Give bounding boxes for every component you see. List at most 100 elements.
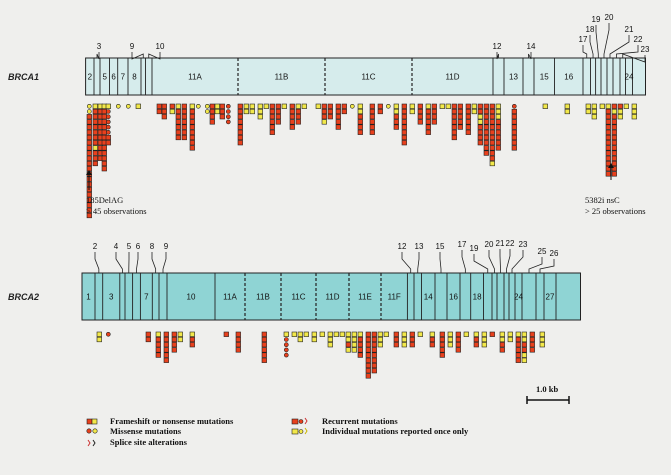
missense-dot xyxy=(385,104,391,109)
mutation-square xyxy=(181,114,187,120)
exon-1-label: 1 xyxy=(86,293,91,302)
mutation-square xyxy=(425,108,431,115)
mutation-square xyxy=(457,119,463,125)
mutation-square xyxy=(261,357,267,363)
exon-leader-line xyxy=(589,35,594,58)
exon-15-label: 15 xyxy=(540,73,549,82)
mutation-square xyxy=(401,129,407,135)
svg-text:Individual mutations reported: Individual mutations reported once only xyxy=(322,426,469,436)
mutation-square xyxy=(401,103,407,109)
mutation-square xyxy=(181,108,187,115)
mutation-square xyxy=(371,352,377,358)
exon-leader-line xyxy=(622,53,646,63)
mutation-square xyxy=(511,124,517,130)
mutation-square xyxy=(189,114,195,120)
mutation-square xyxy=(617,108,623,115)
mutation-square xyxy=(591,114,597,120)
mutation-square xyxy=(369,119,375,125)
mutation-square xyxy=(605,119,611,125)
mutation-square xyxy=(86,140,92,146)
mutation-square xyxy=(345,342,351,348)
mutation-square xyxy=(92,145,98,151)
missense-dot xyxy=(106,119,111,125)
mutation-square xyxy=(365,331,371,337)
mutation-square xyxy=(163,336,169,343)
mutation-square xyxy=(321,119,327,125)
mutation-square xyxy=(357,129,363,135)
mutation-square xyxy=(447,336,453,343)
mutation-square xyxy=(101,114,107,120)
mutation-square xyxy=(327,114,333,120)
exon-26-label: 26 xyxy=(550,249,559,258)
exon-leader-line xyxy=(162,252,167,273)
mutation-square xyxy=(495,119,501,125)
mutation-square xyxy=(401,124,407,130)
mutation-square xyxy=(511,114,517,120)
mutation-square xyxy=(351,336,357,343)
mutation-square xyxy=(401,342,407,348)
mutation-square xyxy=(489,103,495,109)
exon-leader-line xyxy=(96,52,100,60)
mutation-square xyxy=(175,129,181,135)
mutation-square xyxy=(483,103,489,109)
mutation-square xyxy=(345,347,351,353)
mutation-square xyxy=(263,103,269,109)
mutation-square xyxy=(417,119,423,125)
mutation-square xyxy=(189,140,195,146)
mutation-square xyxy=(495,114,501,120)
mutation-square xyxy=(209,119,215,125)
mutation-square xyxy=(585,103,591,109)
missense-dot xyxy=(116,104,121,109)
missense-dot xyxy=(126,104,131,109)
mutation-square xyxy=(105,103,111,109)
mutation-square xyxy=(365,352,371,358)
mutation-square xyxy=(417,114,423,120)
missense-dot xyxy=(87,104,92,109)
mutation-square xyxy=(171,331,177,337)
mutation-square xyxy=(473,342,479,348)
mutation-square xyxy=(357,103,363,109)
mutation-square xyxy=(605,140,611,146)
mutation-square xyxy=(457,114,463,120)
mutation-square xyxy=(101,108,107,115)
mutation-square xyxy=(101,129,107,135)
mutation-square xyxy=(481,336,487,343)
exon-leader-line xyxy=(417,252,420,273)
mutation-square xyxy=(495,103,501,109)
exon-25-label: 25 xyxy=(538,247,547,256)
mutation-square xyxy=(327,331,333,337)
exon-20-label: 20 xyxy=(605,13,614,22)
mutation-square xyxy=(542,103,548,109)
mutation-square xyxy=(617,103,623,109)
mutation-square xyxy=(92,134,98,141)
mutation-square xyxy=(439,331,445,337)
mutation-square xyxy=(489,119,495,125)
exon-8-label: 8 xyxy=(150,242,155,251)
missense-dot xyxy=(106,331,111,337)
mutation-square xyxy=(86,129,92,135)
mutation-square xyxy=(86,212,92,219)
exon-11C-label: 11C xyxy=(291,293,305,302)
mutation-square xyxy=(161,103,167,109)
mutation-square xyxy=(611,124,617,130)
mutation-square xyxy=(401,108,407,115)
mutation-square xyxy=(471,103,477,109)
mutation-square xyxy=(357,347,363,353)
mutation-square xyxy=(483,134,489,141)
legend-missense: Missense mutations xyxy=(86,426,182,436)
missense-dot xyxy=(205,109,210,114)
brca2-label: BRCA2 xyxy=(8,292,39,302)
mutation-square xyxy=(92,108,98,115)
mutation-square xyxy=(283,331,289,337)
missense-dot xyxy=(106,130,111,135)
exon-2-label: 2 xyxy=(88,73,93,82)
mutation-square xyxy=(447,331,453,337)
mutation-square xyxy=(521,357,527,363)
mutation-square xyxy=(175,114,181,120)
missense-dot xyxy=(226,104,231,109)
mutation-square xyxy=(611,160,617,167)
exon-leader-line xyxy=(595,25,599,58)
exon-leader-line xyxy=(131,52,144,60)
mutation-square xyxy=(327,336,333,343)
missense-dot xyxy=(226,109,231,114)
